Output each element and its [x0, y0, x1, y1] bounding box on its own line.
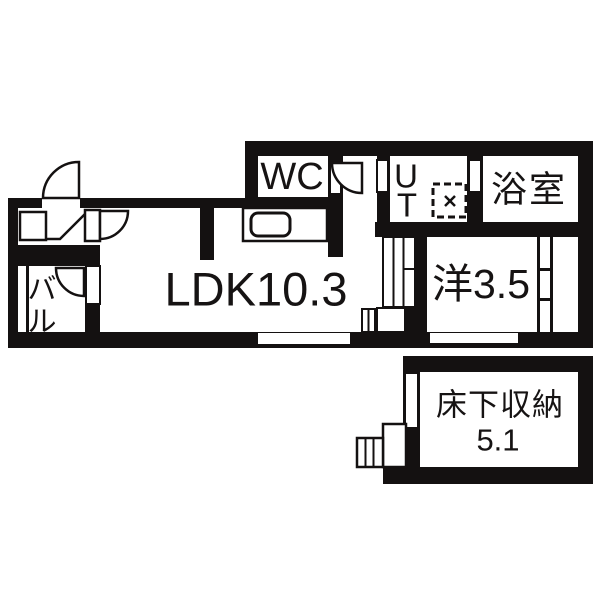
- room-label-ldk: LDK10.3: [165, 263, 348, 316]
- steps-flight: [355, 436, 385, 469]
- shoe-cabinet: [18, 210, 48, 242]
- wall-kitchen-stub: [200, 208, 214, 260]
- room-label-western: 洋3.5: [432, 261, 530, 307]
- ut-door-leaf: [376, 159, 389, 193]
- genkan-step-line: [46, 212, 87, 241]
- room-label-wc: WC: [260, 156, 323, 198]
- wall-storage-top: [403, 356, 593, 372]
- entry-door-arc: [41, 160, 81, 200]
- genkan: [18, 210, 87, 242]
- bath-door-leaf: [468, 159, 482, 193]
- openings: [42, 198, 518, 427]
- washing-machine-pan: [431, 182, 468, 219]
- wall-top-block: [245, 141, 593, 156]
- wall-entry-balcony: [8, 245, 100, 266]
- balcony-door-leaf: [85, 265, 101, 305]
- room-labels: WC U T 浴室 LDK10.3 洋3.5 バ ル 床下収納 5.1: [27, 156, 567, 458]
- room-label-ut-line2: T: [397, 187, 417, 224]
- western-window-divider-1: [540, 268, 550, 271]
- steps-landing: [381, 422, 408, 469]
- wall-wc-bottom: [245, 197, 343, 208]
- wall-balcony-right: [85, 304, 100, 332]
- wall-storage-right: [578, 356, 593, 484]
- interior-door-arc: [98, 209, 130, 241]
- western-window-line-inner: [537, 237, 540, 332]
- balcony-door-arc: [54, 266, 86, 298]
- wall-block-bottom: [375, 222, 593, 237]
- wall-block-left: [245, 156, 258, 208]
- western-window-line-outer: [550, 237, 553, 332]
- wall-western-left-foot: [405, 307, 415, 332]
- room-label-balcony-line2: ル: [27, 306, 56, 338]
- wall-western-left: [415, 237, 427, 332]
- window-lines: [26, 237, 553, 332]
- wc-door-arc: [330, 161, 364, 195]
- wall-storage-bottom: [383, 467, 593, 484]
- wall-outer-right: [578, 141, 593, 348]
- western-room-window-bottom: [430, 333, 518, 343]
- storage-steps: [355, 422, 408, 469]
- western-window-divider-2: [540, 298, 550, 301]
- entry-door-opening: [42, 198, 80, 208]
- sliding-door-panels: [382, 236, 416, 308]
- sliding-partition: [361, 236, 416, 333]
- room-label-bath: 浴室: [491, 169, 567, 210]
- balcony-window-line: [26, 266, 29, 332]
- storage-wall-slot: [406, 374, 417, 427]
- room-label-balcony-line1: バ: [27, 274, 56, 306]
- room-label-storage-area: 5.1: [476, 423, 519, 458]
- washer-cross-icon: [444, 195, 456, 207]
- wall-top-left: [8, 198, 245, 208]
- room-label-ut-line1: U: [394, 158, 418, 195]
- kitchen-sink: [249, 211, 292, 238]
- room-label-storage: 床下収納: [436, 388, 564, 423]
- wall-outer-left: [8, 198, 18, 348]
- interior-door-leaf: [83, 208, 102, 243]
- step-landing: [376, 307, 406, 333]
- doors: [41, 159, 482, 305]
- kitchen: [241, 206, 329, 243]
- ldk-window: [258, 333, 350, 344]
